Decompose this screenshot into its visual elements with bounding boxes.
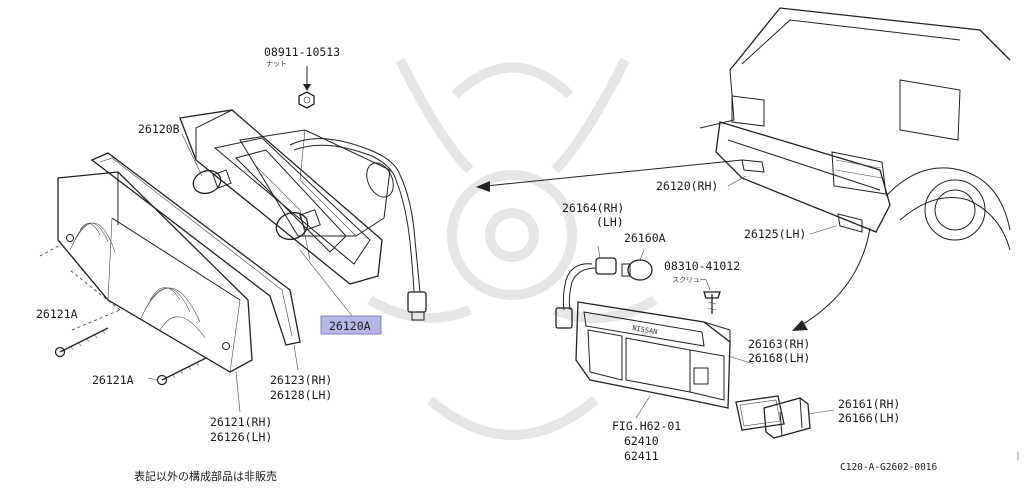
label-side-bulb: 26160A [624,231,666,245]
label-lamp-rh: 26120(RH) [656,179,718,193]
label-screw-part: 08310-41012 [664,259,740,273]
label-bulb-lower: 26120A [329,319,371,333]
vehicle-front [699,7,1011,251]
side-lamp-bulb[interactable] [621,249,653,281]
callout-arrow-main [476,159,743,192]
lens-screw-hole-bottom [222,342,230,350]
lens-ribs [69,222,206,339]
label-side-lens-rh: 26161(RH) [838,397,900,411]
label-fig-ref-b: 62411 [624,449,659,463]
footer-note: 表記以外の構成部品は非販売 [134,469,277,483]
label-fig-ref: FIG.H62-01 [612,419,681,433]
label-side-body-rh: 26163(RH) [748,337,810,351]
label-screw-sub: スクリュー [672,276,707,284]
lamp-housing[interactable] [179,109,383,285]
label-socket-rh: 26164(RH) [562,201,624,215]
leader-lines-right [635,355,835,419]
turn-lamp-right [837,213,863,233]
label-fig-ref-a: 62410 [624,434,659,448]
label-lens-lh: 26126(LH) [210,430,272,444]
side-lamp-lens[interactable] [763,397,811,439]
leader-lines-left [39,133,353,413]
label-gasket-rh: 26123(RH) [270,373,332,387]
reflector [239,129,394,237]
label-nut-sub: ナット [266,60,287,68]
screw-upper[interactable] [54,327,109,358]
bulb-lower[interactable] [273,208,321,243]
label-nut-part: 08911-10513 [264,45,340,59]
label-socket-lh: (LH) [596,215,624,229]
label-screw-upper: 26121A [36,307,78,321]
side-lamp-socket[interactable] [555,245,617,329]
label-gasket-lh: 26128(LH) [270,388,332,402]
front-wheel [924,179,986,241]
headlamp-right [831,151,887,195]
highlight-box[interactable] [320,315,382,335]
bulb-upper[interactable] [190,167,232,197]
footer: 表記以外の構成部品は非販売 C120-A-G2602-0016 [134,452,1019,483]
front-lens[interactable] [57,171,253,373]
leader-26120rh [727,175,747,187]
wire-connector [407,291,427,313]
label-lamp-lh: 26125(LH) [744,227,806,241]
gasket[interactable] [90,152,301,346]
label-side-lens-lh: 26166(LH) [838,411,900,425]
label-side-body-lh: 26168(LH) [748,351,810,365]
turn-lamp-left [741,159,765,173]
lens-screw-hole-top [66,234,74,242]
label-bulb-upper: 26120B [138,122,180,136]
side-lamp-body[interactable] [575,301,731,409]
nut[interactable] [298,66,315,109]
headlamp-left [731,95,765,127]
wire-harness [289,138,427,321]
callout-labels: 08911-10513 ナット 26120B 26120A 26121A 261… [36,45,900,463]
side-lamp-gasket[interactable] [735,395,785,431]
socket-connector [555,307,573,329]
watermark-emblem [367,57,658,440]
leader-26125lh [809,225,837,235]
label-lens-rh: 26121(RH) [210,415,272,429]
diagram-code: C120-A-G2602-0016 [840,462,938,473]
side-lamp-screw[interactable] [703,279,721,314]
label-screw-lower: 26121A [92,373,134,387]
callout-arrow-side [792,227,871,331]
screw-lower[interactable] [156,357,207,386]
